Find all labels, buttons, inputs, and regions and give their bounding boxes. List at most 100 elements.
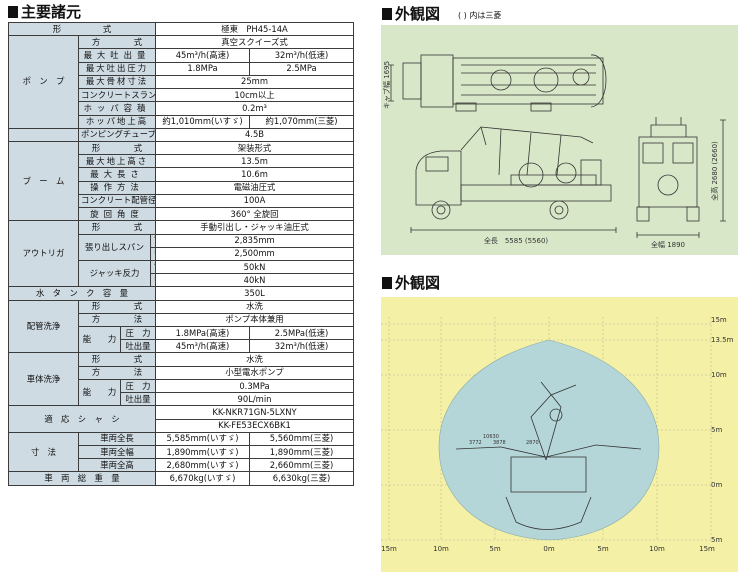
- table-row: 適 応 シ ャ シ KK-NKR71GN-5LXNY: [8, 405, 355, 433]
- chassis-value-a: KK-NKR71GN-5LXNY: [154, 405, 355, 420]
- y-label-0m: 0m: [711, 481, 722, 489]
- truck-top-view: [388, 54, 607, 112]
- outrigger-category: アウトリガ: [8, 220, 79, 288]
- outrigger-span-front: 2,835mm: [154, 233, 355, 248]
- boom-type-label: 形 式: [78, 140, 156, 156]
- table-row: ホッパ容積 0.2m³: [9, 101, 355, 116]
- boom-max-length-label: 最大長さ: [78, 167, 156, 182]
- table-row: 方 法 ポンプ本体兼用: [9, 312, 355, 328]
- exterior-heading-1-text: 外観図: [395, 5, 441, 23]
- table-row: ブ ー ム 形 式 架装形式: [8, 140, 355, 222]
- exterior-note: ( ) 内は三菱: [458, 11, 502, 20]
- truck-elevation-drawing: キャブ幅 1695 全長 5585 (5560) 全高 2680 (2660) …: [381, 25, 738, 255]
- chassis-label: 適 応 シ ャ シ: [8, 405, 156, 433]
- pump-tube-value: 4.5B: [154, 127, 355, 142]
- table-row: 吐出量 90L/min: [9, 392, 355, 407]
- dimensions-length-b: 5,560mm(三菱): [248, 431, 355, 447]
- pipe-wash-pressure-b: 2.5MPa(低速): [248, 326, 355, 341]
- body-wash-pressure-value: 0.3MPa: [154, 378, 355, 394]
- pipe-wash-capacity-label: 能 力: [78, 326, 121, 354]
- total-length-dim: 全長 5585 (5560): [484, 236, 549, 245]
- boom-category: ブ ー ム: [8, 140, 79, 222]
- dimensions-height-a: 2,680mm(いすゞ): [155, 458, 250, 473]
- x-label-5m-left: 5m: [489, 545, 500, 553]
- water-tank-value: 350L: [154, 286, 355, 301]
- truck-rear-view: [636, 117, 726, 238]
- x-label-10m-left: 10m: [433, 545, 449, 553]
- body-wash-pressure-label: 圧 力: [120, 378, 156, 394]
- square-bullet-icon: [382, 277, 392, 289]
- pipe-wash-category: 配管洗浄: [8, 299, 79, 354]
- outrigger-jack-front: 50kN: [154, 259, 355, 275]
- dimensions-height-b: 2,660mm(三菱): [248, 458, 355, 473]
- outrigger-jack-label: ジャッキ反力: [78, 259, 151, 288]
- dim-label-1: 3772: [469, 440, 482, 446]
- body-wash-discharge-value: 90L/min: [154, 392, 355, 407]
- pump-max-pressure-b: 2.5MPa: [248, 61, 355, 76]
- outrigger-type-value: 手動引出し・ジャッキ油圧式: [154, 220, 355, 235]
- pump-category-cont: [8, 128, 79, 142]
- pump-max-aggregate-label: 最大骨材寸法: [78, 74, 156, 90]
- table-row: 車両全幅 1,890mm(いすゞ) 1,890mm(三菱): [9, 444, 355, 460]
- y-label-neg5m: 5m: [711, 536, 722, 544]
- working-range-drawing: 15m 13.5m 10m 5m 0m 5m 15m 10m 5m 0m 5m …: [381, 297, 738, 572]
- table-row: 形 式 極東 PH45-14A: [8, 21, 355, 37]
- boom-operation-label: 操作方法: [78, 180, 156, 195]
- pipe-wash-discharge-label: 吐出量: [120, 339, 156, 354]
- x-label-10m-right: 10m: [649, 545, 665, 553]
- table-row: アウトリガ 形 式 手動引出し・ジャッキ油圧式: [8, 220, 355, 288]
- dimensions-width-a: 1,890mm(いすゞ): [155, 444, 250, 460]
- table-row: コンクリート配管径 100A: [9, 193, 355, 209]
- table-row: ジャッキ反力 フロント 50kN: [9, 259, 355, 288]
- total-width-dim: 全幅 1890: [651, 240, 685, 249]
- dimensions-height-label: 車両全高: [78, 458, 156, 473]
- pump-max-pressure-a: 1.8MPa: [155, 61, 250, 76]
- dimensions-category: 寸 法: [8, 431, 79, 473]
- y-label-5m: 5m: [711, 426, 722, 434]
- pump-max-pressure-label: 最大吐出圧力: [78, 61, 156, 76]
- boom-max-length-value: 10.6m: [154, 167, 355, 182]
- boom-swing-value: 360° 全旋回: [154, 207, 355, 222]
- outrigger-span-rear: 2,500mm: [154, 246, 355, 261]
- reach-envelope: [438, 339, 660, 541]
- pump-category: ポ ン プ: [8, 35, 79, 129]
- boom-max-height-value: 13.5m: [154, 154, 355, 169]
- spec-header-label: 形 式: [8, 21, 156, 37]
- pump-hopper-cap-value: 0.2m³: [154, 101, 355, 116]
- square-bullet-icon: [382, 8, 392, 20]
- pump-max-aggregate-value: 25mm: [154, 74, 355, 90]
- x-label-15m-right: 15m: [699, 545, 715, 553]
- pump-slump-label: コンクリートスランプ: [78, 88, 156, 103]
- table-row: コンクリートスランプ 10cm以上: [9, 88, 355, 103]
- x-label-15m-left: 15m: [381, 545, 397, 553]
- outrigger-jack-rear: 40kN: [154, 273, 355, 288]
- exterior-heading-1: 外観図: [382, 5, 440, 23]
- pipe-wash-pressure-a: 1.8MPa(高速): [155, 326, 250, 341]
- boom-operation-value: 電磁油圧式: [154, 180, 355, 195]
- table-row: 方 法 小型電水ポンプ: [9, 365, 355, 380]
- body-wash-category: 車体洗浄: [8, 352, 79, 407]
- dim-label-3: 2870: [526, 440, 539, 446]
- body-wash-capacity-label: 能 力: [78, 378, 121, 407]
- specs-heading: 主要諸元: [8, 3, 81, 21]
- boom-pipe-value: 100A: [154, 193, 355, 209]
- water-tank-label: 水 タ ン ク 容 量: [8, 286, 156, 301]
- dim-label-4: 10630: [483, 434, 499, 440]
- spec-table: 形 式 極東 PH45-14A ポ ン プ 方 式 真空スクイーズ式 最大吐出量…: [8, 21, 355, 486]
- dimensions-length-label: 車両全長: [78, 431, 156, 447]
- exterior-heading-2-text: 外観図: [395, 274, 441, 292]
- y-label-15m: 15m: [711, 316, 727, 324]
- y-label-13-5m: 13.5m: [711, 336, 734, 344]
- dim-label-2: 3878: [493, 440, 506, 446]
- pump-hopper-height-a: 約1,010mm(いすゞ): [155, 114, 250, 129]
- body-wash-method-value: 小型電水ポンプ: [154, 365, 355, 380]
- pump-max-discharge-b: 32m³/h(低速): [248, 48, 355, 63]
- square-bullet-icon: [8, 6, 18, 18]
- truck-side-view: [410, 126, 617, 233]
- specs-heading-text: 主要諸元: [21, 3, 82, 21]
- outrigger-type-label: 形 式: [78, 220, 156, 235]
- pipe-wash-type-label: 形 式: [78, 299, 156, 314]
- pump-hopper-cap-label: ホッパ容積: [78, 101, 156, 116]
- table-row: 最大骨材寸法 25mm: [9, 74, 355, 90]
- x-label-0m: 0m: [543, 545, 554, 553]
